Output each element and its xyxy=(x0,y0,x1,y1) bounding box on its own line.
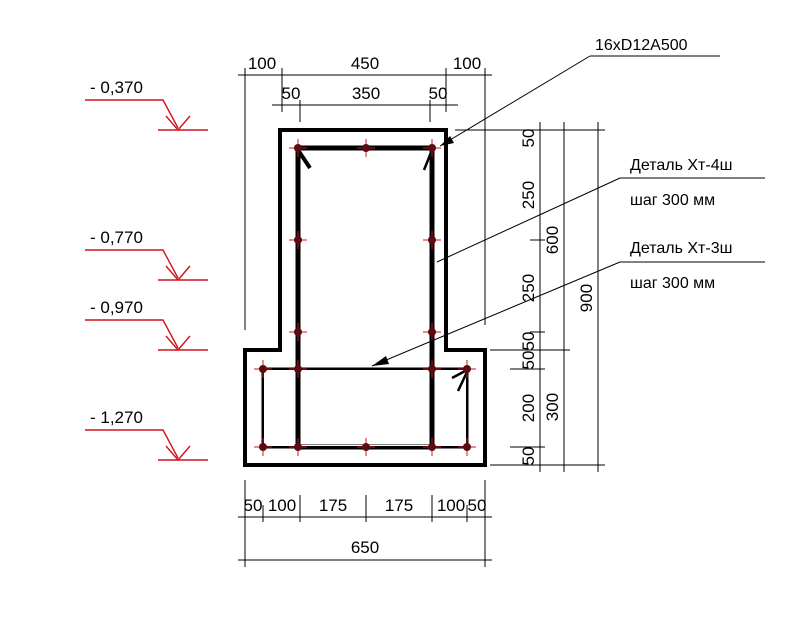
rebar-point xyxy=(289,139,307,157)
rebar-point xyxy=(423,360,441,378)
elevation-label: - 1,270 xyxy=(90,408,143,427)
dim-bottom-total: 650 xyxy=(351,538,379,557)
rebar-point xyxy=(423,323,441,341)
elevation-mark: - 0,970 xyxy=(85,298,208,352)
elevation-label: - 0,970 xyxy=(90,298,143,317)
rebar-point xyxy=(289,360,307,378)
dim-right-7: 50 xyxy=(519,447,538,466)
rebar-point xyxy=(289,323,307,341)
elevation-mark: - 0,370 xyxy=(85,78,208,132)
rebar-point xyxy=(254,438,272,456)
rebar-point xyxy=(423,139,441,157)
dim-top-left: 100 xyxy=(248,54,276,73)
dim-bottom-1: 50 xyxy=(244,496,263,515)
stirrup-xt3 xyxy=(261,367,469,449)
detail-xt4-step: шаг 300 мм xyxy=(630,192,715,209)
top-dimensions: 100 450 100 50 350 50 xyxy=(238,54,492,330)
dim-sub-right: 50 xyxy=(429,84,448,103)
rebar-point xyxy=(357,139,375,157)
dim-top-right: 100 xyxy=(453,54,481,73)
rebar-points xyxy=(254,139,476,456)
rebar-point xyxy=(423,231,441,249)
dim-right-5: 50 xyxy=(519,351,538,370)
elevation-marks: - 0,370 - 0,770 - 0,970 - 1,270 xyxy=(85,78,208,462)
rebar-point xyxy=(357,438,375,456)
rebar-point xyxy=(458,438,476,456)
dim-right-2: 250 xyxy=(519,181,538,209)
dim-right-6: 200 xyxy=(519,394,538,422)
dim-right-300: 300 xyxy=(543,393,562,421)
detail-xt4-callout: Деталь Хт-4ш xyxy=(630,157,732,174)
elevation-mark: - 0,770 xyxy=(85,228,208,282)
dim-right-600: 600 xyxy=(543,226,562,254)
dim-sub-mid: 350 xyxy=(352,84,380,103)
rebar-point xyxy=(289,231,307,249)
elevation-label: - 0,770 xyxy=(90,228,143,247)
stirrup-xt4 xyxy=(295,145,435,450)
dim-right-1: 50 xyxy=(519,129,538,148)
dim-bottom-6: 50 xyxy=(468,496,487,515)
dim-bottom-5: 100 xyxy=(437,496,465,515)
dim-right-900: 900 xyxy=(577,284,596,312)
callouts: 16xD12A500 Деталь Хт-4ш шаг 300 мм Детал… xyxy=(371,37,765,367)
dim-sub-left: 50 xyxy=(282,84,301,103)
dim-right-3: 250 xyxy=(519,274,538,302)
dim-bottom-2: 100 xyxy=(268,496,296,515)
dim-bottom-3: 175 xyxy=(319,496,347,515)
elevation-mark: - 1,270 xyxy=(85,408,208,462)
bottom-dimensions: 50 100 175 175 100 50 650 xyxy=(238,480,492,567)
rebar-point xyxy=(423,438,441,456)
rebar-point xyxy=(458,360,476,378)
rebar-point xyxy=(289,438,307,456)
dim-bottom-4: 175 xyxy=(385,496,413,515)
elevation-label: - 0,370 xyxy=(90,78,143,97)
rebar-callout: 16xD12A500 xyxy=(595,37,688,54)
right-dimensions: 50 250 250 50 50 200 50 600 300 900 xyxy=(455,122,605,472)
concrete-outline xyxy=(243,128,487,467)
dim-top-mid: 450 xyxy=(351,54,379,73)
rebar-point xyxy=(254,360,272,378)
detail-xt3-callout: Деталь Хт-3ш xyxy=(630,240,732,257)
dim-right-4: 50 xyxy=(519,332,538,351)
detail-xt3-step: шаг 300 мм xyxy=(630,275,715,292)
